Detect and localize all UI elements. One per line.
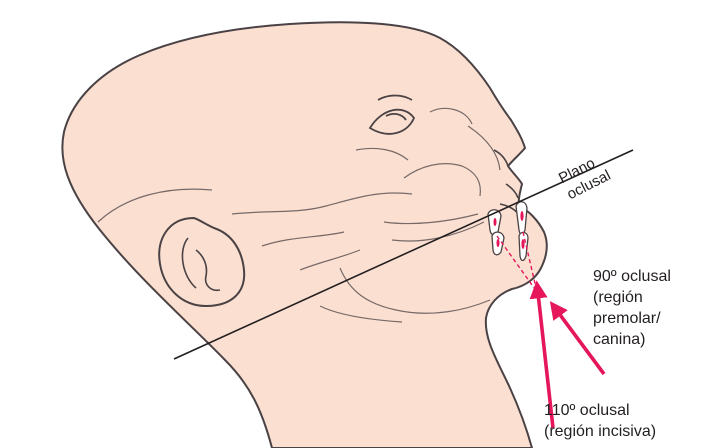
premolar-label-line-3: premolar/: [593, 308, 671, 329]
incisal-label-line-1: 110º oclusal: [544, 400, 656, 421]
premolar-label-line-4: canina): [593, 329, 671, 350]
incisal-label-line-2: (región incisiva): [544, 421, 656, 442]
premolar-projection-label: 90º oclusal (región premolar/ canina): [593, 266, 671, 350]
head-silhouette: [62, 22, 546, 448]
premolar-label-line-2: (región: [593, 287, 671, 308]
premolar-label-line-1: 90º oclusal: [593, 266, 671, 287]
incisal-projection-label: 110º oclusal (región incisiva): [544, 400, 656, 442]
